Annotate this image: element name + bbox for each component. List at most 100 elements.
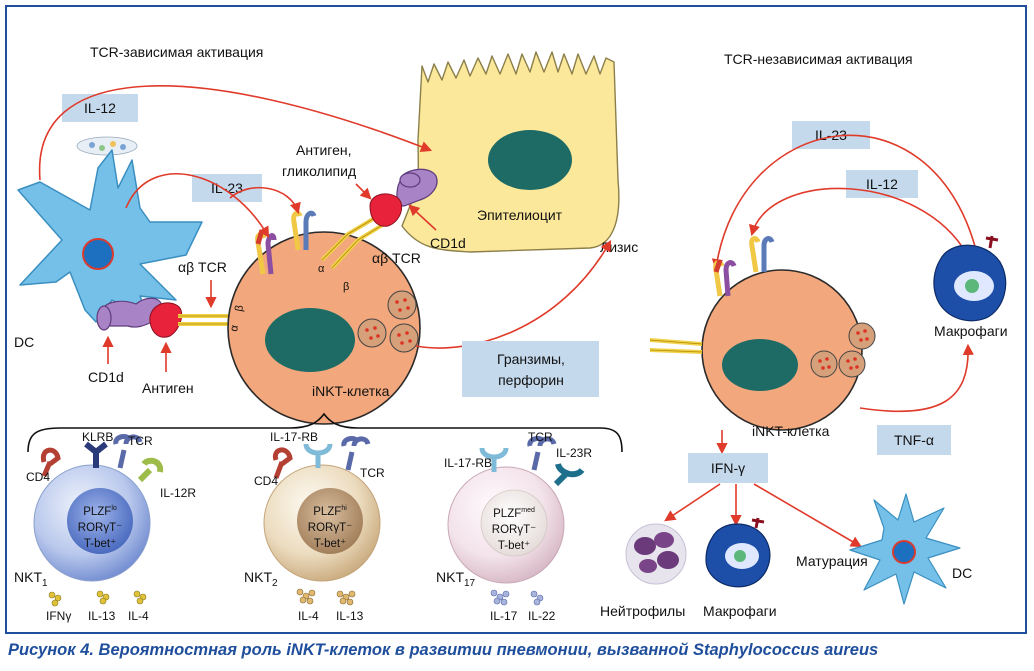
nkt17-cytokine-il22: IL-22 xyxy=(528,609,556,623)
nkt1-receptors xyxy=(40,434,164,483)
nkt1-receptor-tcr: TCR xyxy=(128,434,153,448)
ifn-label: IFN-γ xyxy=(711,460,745,476)
receptor-pairs-right xyxy=(713,236,775,297)
macrophage-label-right: Макрофаги xyxy=(934,323,1008,339)
ab-tcr-label-left: αβ TCR xyxy=(178,259,227,275)
nkt17-receptors xyxy=(479,436,585,487)
il12-label-left: IL-12 xyxy=(84,100,116,116)
antigen-glycolipid-label-line1: Антиген, xyxy=(296,142,352,158)
epithelial-cell xyxy=(401,51,620,253)
nkt17-name: NKT17 xyxy=(436,569,476,589)
lysis-label: Лизис xyxy=(600,239,638,255)
nkt17-cytokine-dots xyxy=(490,589,544,606)
alpha-label-left: α xyxy=(228,324,241,333)
nkt1-cell xyxy=(33,464,151,582)
nkt2-receptor-il17rb: IL-17-RB xyxy=(270,430,318,444)
tnf-label: TNF-α xyxy=(894,432,934,448)
nkt2-cytokine-dots xyxy=(296,588,356,606)
nkt17-cell xyxy=(447,466,565,584)
figure-frame xyxy=(5,5,1027,634)
lysis-arrow xyxy=(415,240,612,349)
subset-brace xyxy=(27,412,623,453)
nkt17-tf-tbet: T-bet⁺ xyxy=(498,540,530,552)
il23-arrow-right xyxy=(711,134,977,271)
nkt2-cytokine-il13: IL-13 xyxy=(336,609,364,623)
epithelial-label: Эпителиоцит xyxy=(477,207,563,223)
macrophage-right xyxy=(933,235,1007,322)
cd1d-label-epithelial: CD1d xyxy=(430,235,466,251)
nkt17-tf-plzf: PLZFmed xyxy=(493,507,535,520)
dendritic-cell-left xyxy=(17,149,203,323)
neutrophils-label: Нейтрофилы xyxy=(600,603,685,619)
nkt1-receptor-cd4: CD4 xyxy=(26,470,50,484)
inkt-label-right: iNKT-клетка xyxy=(752,423,830,439)
cd1d-molecule-epithelial xyxy=(396,168,438,207)
il23-arrow-left-2 xyxy=(229,186,301,215)
nkt17-cytokine-il17: IL-17 xyxy=(490,609,518,623)
maturation-label: Матурация xyxy=(796,553,868,569)
antigen-glycolipid-label-line2: гликолипид xyxy=(282,163,356,179)
tcr-chains-center xyxy=(320,214,386,270)
granzymes-label-box xyxy=(462,341,599,397)
cd1d-molecule-left xyxy=(96,297,163,331)
il12-label-box-left xyxy=(62,94,138,122)
nkt17-receptor-il17rb: IL-17-RB xyxy=(444,456,492,470)
antigen-epithelial xyxy=(369,193,403,227)
alpha-label-center: α xyxy=(318,263,325,275)
granule-3 xyxy=(389,323,419,353)
granzymes-label-line1: Гранзимы, xyxy=(497,351,565,367)
dc-label-right: DC xyxy=(952,565,972,581)
il12-arrow-right xyxy=(749,187,969,257)
il12-arrow-left xyxy=(38,85,433,181)
nkt1-cytokine-ifng: IFNγ xyxy=(46,609,71,623)
nkt1-receptor-il12r: IL-12R xyxy=(160,486,196,500)
nkt1-receptor-klrb: KLRB xyxy=(82,430,113,444)
nkt1-tf-ror: RORγT⁻ xyxy=(78,522,122,534)
beta-label-center: β xyxy=(343,281,349,293)
nkt17-tf-ror: RORγT⁻ xyxy=(492,524,536,536)
inkt-label-left: iNKT-клетка xyxy=(312,383,390,399)
left-panel-title: TCR-зависимая активация xyxy=(90,44,263,60)
tcr-chains-right xyxy=(649,338,703,354)
nkt1-cytokine-il13: IL-13 xyxy=(88,609,116,623)
nkt17-receptor-il23r: IL-23R xyxy=(556,446,592,460)
granule-1 xyxy=(357,318,387,348)
nkt2-tf-tbet: T-bet⁺ xyxy=(314,538,346,550)
nkt1-tf-plzf: PLZFlo xyxy=(83,505,117,518)
ifn-arrow-maturation xyxy=(753,483,862,548)
nkt17-receptor-tcr: TCR xyxy=(528,430,553,444)
inkt-cell-right xyxy=(701,269,876,431)
il23-label-left: IL-23 xyxy=(211,180,243,196)
nkt2-tf-plzf: PLZFhi xyxy=(313,505,347,518)
nkt2-receptor-tcr: TCR xyxy=(360,466,385,480)
cd1d-label-left: CD1d xyxy=(88,369,124,385)
nkt2-receptor-cd4: CD4 xyxy=(254,474,278,488)
antigen-left xyxy=(149,302,183,338)
antigen-label-left: Антиген xyxy=(142,380,194,396)
ifn-arrow-neutrophils xyxy=(664,483,721,522)
receptor-pair-2 xyxy=(291,210,317,251)
macrophage-bottom xyxy=(705,517,771,588)
nkt2-cytokine-il4: IL-4 xyxy=(298,609,319,623)
right-panel-title: TCR-независимая активация xyxy=(724,51,913,67)
il23-arrow-left-1 xyxy=(125,172,270,238)
macrophages-label-bottom: Макрофаги xyxy=(703,603,777,619)
nkt1-tf-tbet: T-bet⁺ xyxy=(84,538,116,550)
nkt1-cytokine-dots xyxy=(48,590,147,607)
ab-tcr-label-center: αβ TCR xyxy=(372,250,421,266)
nkt2-tf-ror: RORγT⁻ xyxy=(308,522,352,534)
ifn-label-box xyxy=(688,453,768,483)
nkt1-cytokine-il4: IL-4 xyxy=(128,609,149,623)
dendritic-cell-right xyxy=(849,493,961,605)
granzymes-label-line2: перфорин xyxy=(498,372,564,388)
il12-label-right: IL-12 xyxy=(866,176,898,192)
tnf-arrow xyxy=(859,343,974,413)
dc-label-left: DC xyxy=(14,334,34,350)
inkt-cell-left xyxy=(227,231,421,425)
beta-label-left: β xyxy=(233,304,246,312)
figure-caption: Рисунок 4. Вероятностная роль iNKT-клето… xyxy=(8,641,879,659)
granule-2 xyxy=(387,290,417,320)
tnf-label-box xyxy=(877,425,951,455)
nkt2-receptors xyxy=(272,436,371,479)
